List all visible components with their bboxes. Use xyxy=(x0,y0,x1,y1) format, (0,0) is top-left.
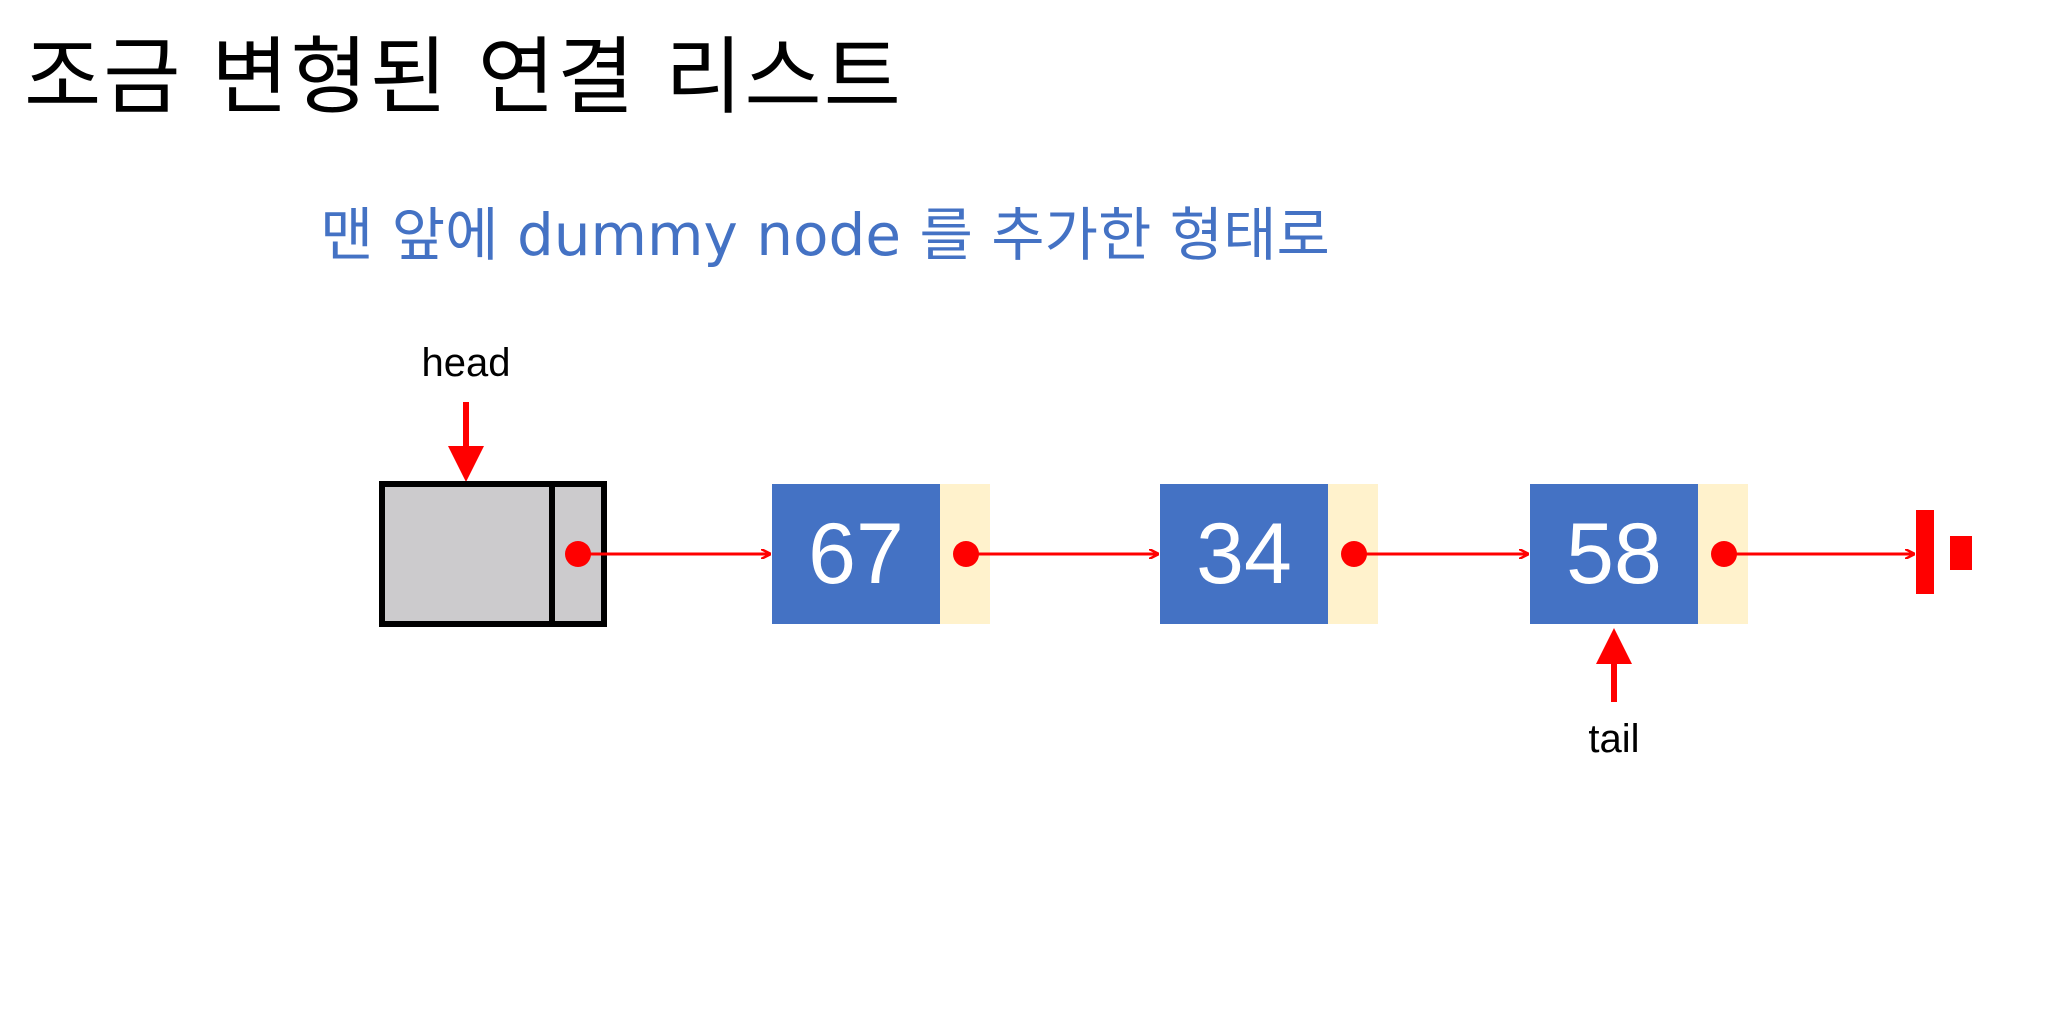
slide-title: 조금 변형된 연결 리스트 xyxy=(24,28,903,126)
list-node: 67 xyxy=(772,484,990,624)
node-data-box xyxy=(772,484,940,624)
list-node: 58 xyxy=(1530,484,1748,624)
head-label: head xyxy=(422,341,511,385)
node-value: 67 xyxy=(808,506,904,602)
node-data-box xyxy=(1160,484,1328,624)
node-value: 34 xyxy=(1196,506,1292,602)
head-arrow xyxy=(448,402,484,482)
list-node: 34 xyxy=(1160,484,1378,624)
tail-arrow xyxy=(1596,628,1632,702)
slide-subtitle: 맨 앞에 dummy node 를 추가한 형태로 xyxy=(320,201,1330,269)
node-data-box xyxy=(1530,484,1698,624)
null-terminator-icon xyxy=(1916,510,1972,594)
tail-label: tail xyxy=(1588,717,1639,761)
node-value: 58 xyxy=(1566,506,1662,602)
